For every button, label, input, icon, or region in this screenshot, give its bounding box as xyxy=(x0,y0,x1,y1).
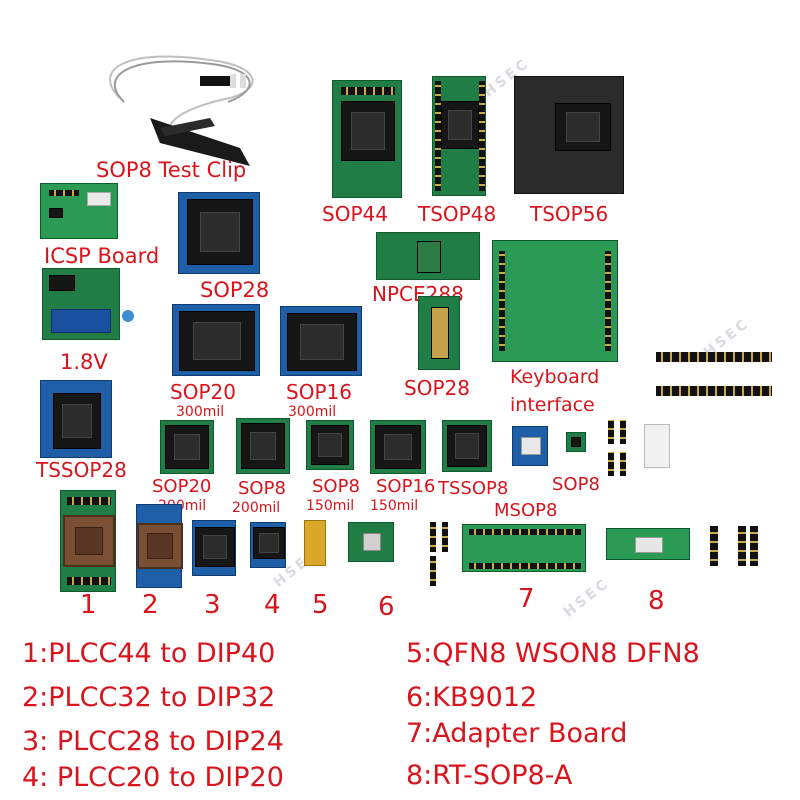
adapter-1-8v xyxy=(42,268,120,340)
label-tssop8: TSSOP8 xyxy=(438,478,509,499)
legend-item-8: 8:RT-SOP8-A xyxy=(406,760,573,791)
pin-header xyxy=(608,452,614,476)
pin-header xyxy=(608,420,614,444)
label-sop16-150: SOP16 xyxy=(376,476,436,497)
npce288-adapter xyxy=(376,232,480,280)
legend-item-2: 2:PLCC32 to DIP32 xyxy=(22,682,276,713)
pin-header xyxy=(656,352,772,362)
pin-header xyxy=(656,386,772,396)
pin-header xyxy=(620,452,626,476)
label-sop16-150-sub: 150mil xyxy=(370,498,419,514)
sop44-adapter xyxy=(332,80,402,198)
label-tsop56: TSOP56 xyxy=(530,202,609,226)
rt-sop8-a-adapter xyxy=(606,528,690,560)
tsop48-adapter xyxy=(432,76,486,196)
label-sop16-300: SOP16 xyxy=(286,380,352,404)
sop16-150mil-adapter xyxy=(370,420,426,474)
sop20-300mil-adapter xyxy=(172,304,260,376)
pin-header xyxy=(738,526,746,566)
label-icsp-board: ICSP Board xyxy=(44,244,160,268)
number-1: 1 xyxy=(80,590,97,620)
legend-item-5: 5:QFN8 WSON8 DFN8 xyxy=(406,638,700,669)
pin-header xyxy=(620,420,626,444)
legend-item-3: 3: PLCC28 to DIP24 xyxy=(22,726,284,757)
label-sop8-200: SOP8 xyxy=(238,478,286,499)
watermark: HSEC xyxy=(560,575,613,621)
plcc32-to-dip32-adapter xyxy=(136,504,183,588)
legend-item-6: 6:KB9012 xyxy=(406,682,538,713)
label-tsop48: TSOP48 xyxy=(418,202,497,226)
label-1-8v: 1.8V xyxy=(60,350,108,374)
legend-item-1: 1:PLCC44 to DIP40 xyxy=(22,638,276,669)
adapter-board xyxy=(462,524,586,572)
label-msop8: MSOP8 xyxy=(494,500,558,521)
number-3: 3 xyxy=(204,590,221,620)
connector xyxy=(644,424,670,468)
sop8-200mil-adapter xyxy=(236,418,290,474)
pin-header xyxy=(710,526,718,566)
sop8-150mil-adapter xyxy=(306,420,354,470)
label-sop28-mid: SOP28 xyxy=(404,376,470,400)
number-2: 2 xyxy=(142,590,159,620)
qfn8-wson8-dfn8-adapter xyxy=(304,520,326,566)
sop8-test-clip xyxy=(109,55,254,166)
label-sop16-300-sub: 300mil xyxy=(288,404,337,420)
number-8: 8 xyxy=(648,586,665,616)
msop8-adapter xyxy=(512,426,548,466)
number-7: 7 xyxy=(518,584,535,614)
legend-item-4: 4: PLCC20 to DIP20 xyxy=(22,762,284,793)
plcc28-to-dip24-adapter xyxy=(192,520,236,576)
label-sop44: SOP44 xyxy=(322,202,388,226)
icsp-board xyxy=(40,183,118,239)
label-keyboard-2: interface xyxy=(510,394,595,416)
kb9012-adapter xyxy=(348,522,394,562)
sop16-300mil-adapter xyxy=(280,306,362,376)
tsop56-adapter xyxy=(514,76,624,194)
label-sop20-200: SOP20 xyxy=(152,476,212,497)
label-sop8-test-clip: SOP8 Test Clip xyxy=(96,158,247,182)
label-sop20-300: SOP20 xyxy=(170,380,236,404)
tssop28-adapter xyxy=(40,380,112,458)
label-sop8-200-sub: 200mil xyxy=(232,500,281,516)
sop28-adapter-mid xyxy=(418,296,460,370)
sop28-adapter-top xyxy=(178,192,260,274)
tssop8-adapter xyxy=(442,420,492,472)
sop20-200mil-adapter xyxy=(160,420,214,474)
label-sop20-300-sub: 300mil xyxy=(176,404,225,420)
label-sop8-right: SOP8 xyxy=(552,474,600,495)
sop8-small-adapter xyxy=(566,432,586,452)
number-4: 4 xyxy=(264,590,281,620)
keyboard-interface-board xyxy=(492,240,618,362)
legend-item-7: 7:Adapter Board xyxy=(406,718,628,749)
plcc20-to-dip20-adapter xyxy=(250,522,286,568)
label-sop8-150-sub: 150mil xyxy=(306,498,355,514)
label-keyboard-1: Keyboard xyxy=(510,366,600,388)
plcc44-to-dip40-adapter xyxy=(60,490,116,592)
number-6: 6 xyxy=(378,592,395,622)
label-tssop28: TSSOP28 xyxy=(36,458,127,482)
capacitor-icon xyxy=(122,310,134,322)
label-sop8-150: SOP8 xyxy=(312,476,360,497)
pin-header xyxy=(442,522,448,552)
label-sop28-top: SOP28 xyxy=(200,278,270,302)
pin-header xyxy=(430,522,436,552)
pin-header xyxy=(430,556,436,586)
pin-header xyxy=(750,526,758,566)
number-5: 5 xyxy=(312,590,329,620)
